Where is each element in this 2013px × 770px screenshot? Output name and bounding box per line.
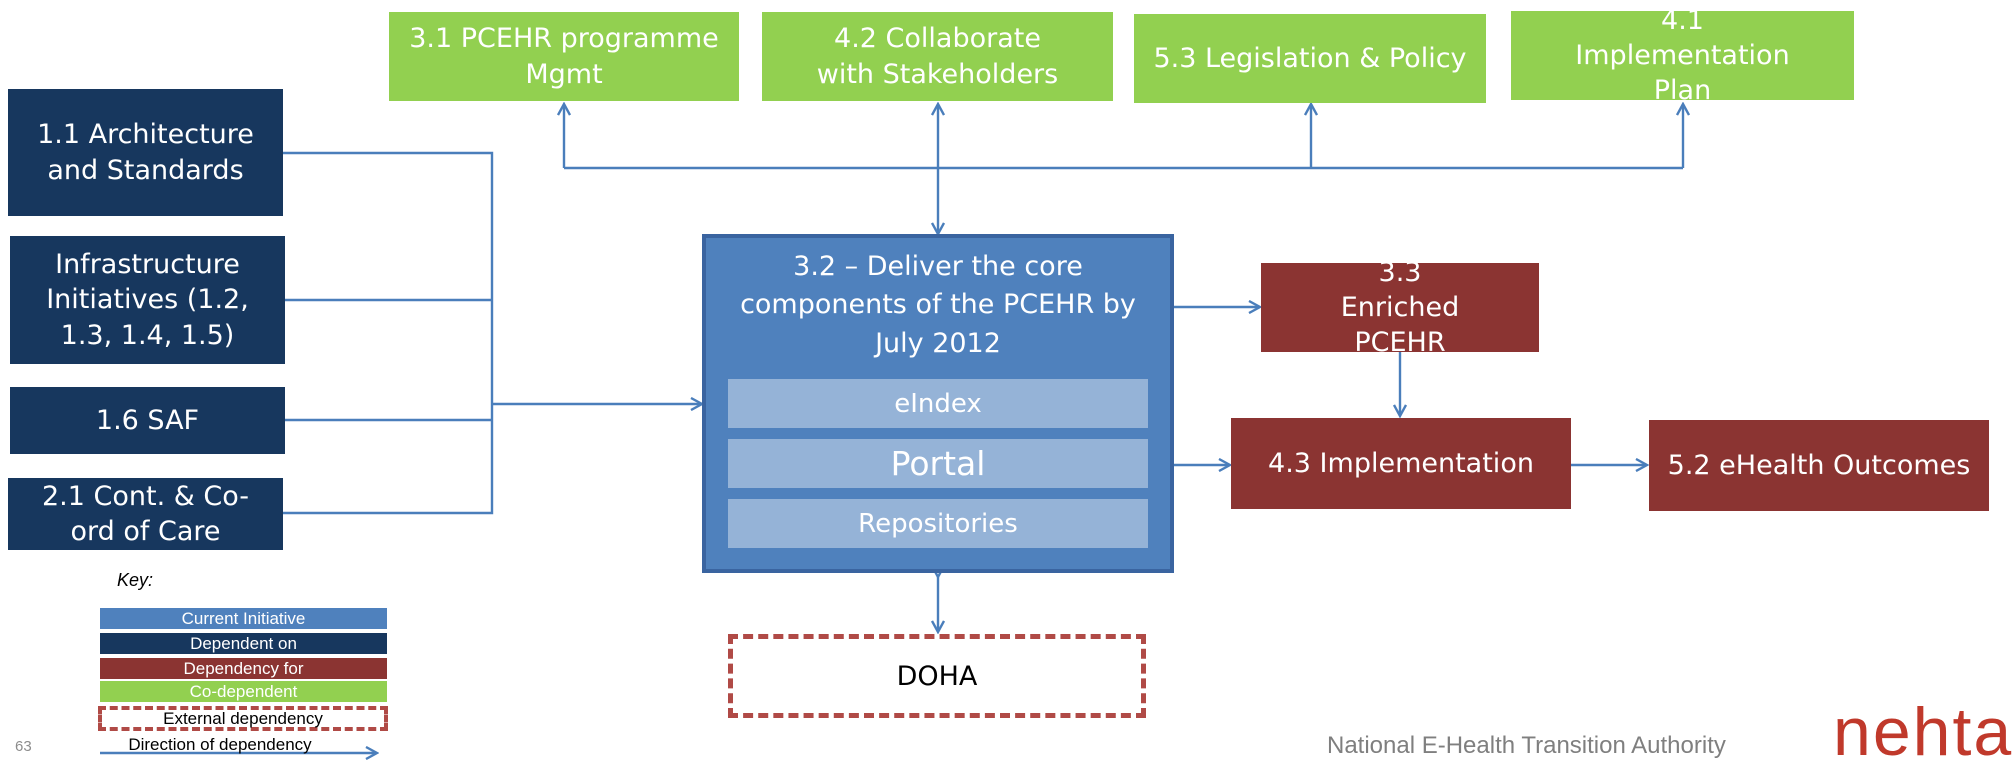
- component-eindex: eIndex: [728, 379, 1148, 428]
- box-5-3-legislation: 5.3 Legislation & Policy: [1134, 14, 1486, 103]
- key-external-dependency: External dependency: [98, 706, 388, 731]
- key-direction-label: Direction of dependency: [128, 735, 312, 754]
- box-1-6-saf: 1.6 SAF: [10, 387, 285, 454]
- left-bracket: [283, 151, 494, 515]
- box-3-3-enriched-pcehr: 3.3 Enriched PCEHR: [1261, 257, 1539, 358]
- box-4-1-implementation-plan: 4.1 Implementation Plan: [1511, 5, 1854, 106]
- component-repositories: Repositories: [728, 499, 1148, 548]
- key-co-dependent: Co-dependent: [100, 681, 387, 702]
- box-4-3-implementation: 4.3 Implementation: [1231, 418, 1571, 509]
- key-title: Key:: [117, 570, 154, 590]
- organisation-name: National E-Health Transition Authority: [1327, 732, 1726, 759]
- key-dependency-for: Dependency for: [100, 658, 387, 679]
- box-1-1-architecture: 1.1 Architecture and Standards: [8, 89, 283, 216]
- page-number: 63: [15, 738, 32, 755]
- box-infrastructure: Infrastructure Initiatives (1.2, 1.3, 1.…: [10, 236, 285, 364]
- box-5-2-ehealth-outcomes: 5.2 eHealth Outcomes: [1649, 420, 1989, 511]
- central-title: 3.2 – Deliver the core components of the…: [740, 251, 1136, 359]
- box-4-2-collaborate: 4.2 Collaborate with Stakeholders: [762, 12, 1113, 101]
- key-dependent-on: Dependent on: [100, 633, 387, 654]
- external-doha: DOHA: [728, 634, 1146, 718]
- component-portal: Portal: [728, 439, 1148, 488]
- box-2-1-coordination: 2.1 Cont. & Co-ord of Care: [8, 478, 283, 550]
- box-3-1-programme-mgmt: 3.1 PCEHR programme Mgmt: [389, 12, 739, 101]
- key-current-initiative: Current Initiative: [100, 608, 387, 629]
- nehta-logo: nehta: [1833, 694, 2013, 770]
- connector-lines: [100, 0, 1989, 761]
- central-initiative: 3.2 – Deliver the core components of the…: [702, 234, 1174, 573]
